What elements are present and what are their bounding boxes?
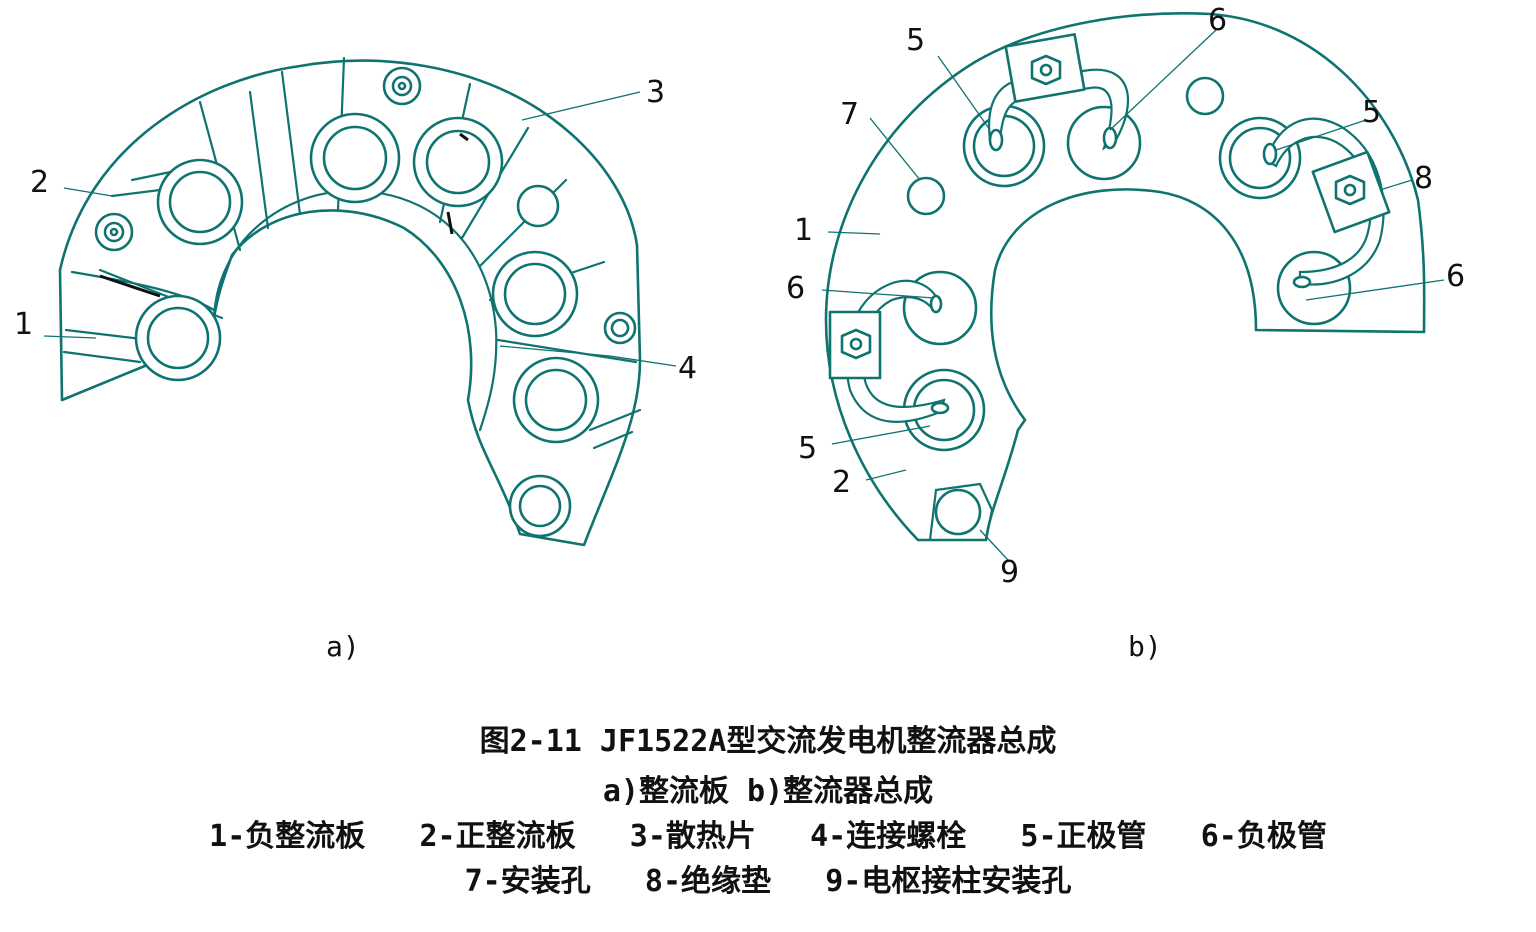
legend-line-1: 1-负整流板 2-正整流板 3-散热片 4-连接螺栓 5-正极管 6-负极管: [209, 819, 1327, 854]
figure-subtitle: a)整流板 b)整流器总成: [602, 774, 934, 809]
callout-b-6-top: 6: [1208, 3, 1227, 38]
panel-a-callouts: 1 2 3 4: [14, 75, 697, 386]
panel-b-drawing: [824, 12, 1426, 542]
figure-title: 图2-11 JF1522A型交流发电机整流器总成: [479, 724, 1057, 759]
rectifier-figure: 1 2 3 4 5 6 7 5 8 1 6 6 5 2 9 a) b): [14, 3, 1465, 663]
callout-b-7: 7: [840, 97, 859, 132]
callout-a-4: 4: [678, 351, 697, 386]
callout-b-6-right: 6: [1446, 259, 1465, 294]
callout-b-2: 2: [832, 465, 851, 500]
panel-b-leaders: [821, 29, 1445, 561]
panel-a-drawing: [58, 56, 642, 547]
subfigure-label-b: b): [1128, 630, 1162, 663]
callout-b-1: 1: [794, 213, 813, 248]
panel-a-leaders: [43, 91, 677, 367]
callout-a-3: 3: [646, 75, 665, 110]
callout-b-5-top: 5: [906, 23, 925, 58]
legend-line-2: 7-安装孔 8-绝缘垫 9-电枢接柱安装孔: [464, 864, 1072, 899]
callout-a-1: 1: [14, 307, 33, 342]
panel-b-callouts: 5 6 7 5 8 1 6 6 5 2 9: [786, 3, 1465, 590]
callout-b-6-left: 6: [786, 271, 805, 306]
callout-b-5-right: 5: [1362, 95, 1381, 130]
subfigure-label-a: a): [326, 630, 360, 663]
callout-b-5-bottom: 5: [798, 431, 817, 466]
callout-b-9: 9: [1000, 555, 1019, 590]
callout-b-8: 8: [1414, 161, 1433, 196]
callout-a-2: 2: [30, 165, 49, 200]
